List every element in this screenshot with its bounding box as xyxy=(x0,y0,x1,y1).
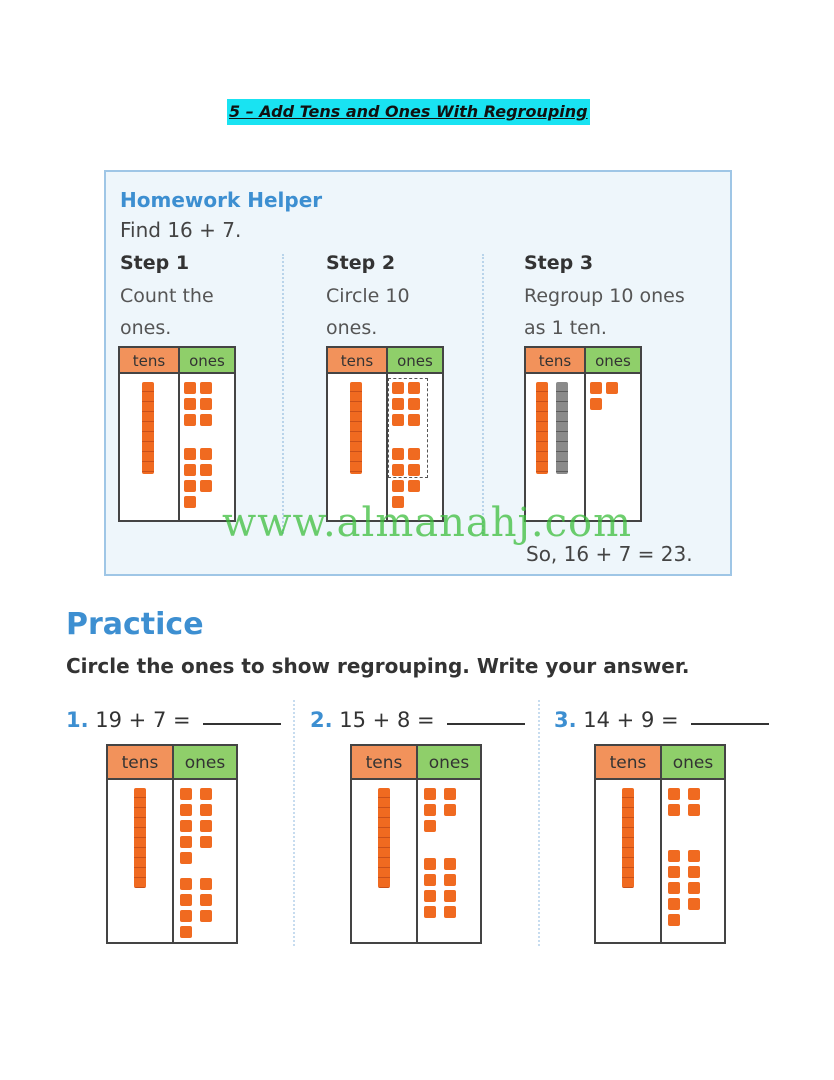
tens-header: tens xyxy=(108,746,172,780)
dashed-circle-10-ones xyxy=(388,378,428,478)
tens-header: tens xyxy=(352,746,416,780)
ones-header: ones xyxy=(386,348,442,374)
problem-2: 2. 15 + 8 = xyxy=(310,708,526,732)
homework-helper-heading: Homework Helper xyxy=(120,188,323,212)
tens-header: tens xyxy=(526,348,584,374)
practice-instructions: Circle the ones to show regrouping. Writ… xyxy=(66,654,690,678)
problem-number: 3. xyxy=(554,708,577,732)
problem-3: 3. 14 + 9 = xyxy=(554,708,770,732)
problem-divider xyxy=(538,700,540,946)
step-2-heading: Step 2 xyxy=(326,252,396,274)
problem-expression: 19 + 7 = xyxy=(95,708,191,732)
step-divider xyxy=(282,254,284,534)
step-2-text: Circle 10 ones. xyxy=(326,285,410,339)
page-title: 5 – Add Tens and Ones With Regrouping xyxy=(227,99,590,125)
problem-number: 2. xyxy=(310,708,333,732)
tens-header: tens xyxy=(328,348,386,374)
tens-rod xyxy=(350,382,362,474)
step-1-place-value-chart: tens ones xyxy=(118,346,236,522)
answer-blank[interactable] xyxy=(203,723,282,725)
regrouped-ten-rod xyxy=(556,382,568,474)
answer-blank[interactable] xyxy=(447,723,526,725)
watermark: www.almanahj.com xyxy=(222,500,633,546)
tens-rod xyxy=(536,382,548,474)
answer-blank[interactable] xyxy=(691,723,770,725)
step-divider xyxy=(482,254,484,534)
tens-rod xyxy=(134,788,146,888)
problem-3-place-value-chart[interactable]: tens ones xyxy=(594,744,726,944)
tens-rod xyxy=(378,788,390,888)
tens-header: tens xyxy=(120,348,178,374)
homework-helper-box: Homework Helper Find 16 + 7. Step 1 Coun… xyxy=(104,170,732,576)
problem-expression: 15 + 8 = xyxy=(339,708,435,732)
tens-rod xyxy=(622,788,634,888)
problem-number: 1. xyxy=(66,708,89,732)
problem-divider xyxy=(293,700,295,946)
step-1-text: Count the ones. xyxy=(120,285,214,339)
step-3-text: Regroup 10 ones as 1 ten. xyxy=(524,285,685,339)
ones-header: ones xyxy=(660,746,724,780)
problem-1-place-value-chart[interactable]: tens ones xyxy=(106,744,238,944)
step-2-place-value-chart: tens ones xyxy=(326,346,444,522)
helper-answer: So, 16 + 7 = 23. xyxy=(526,542,693,566)
problem-expression: 14 + 9 = xyxy=(583,708,679,732)
tens-rod xyxy=(142,382,154,474)
problem-1: 1. 19 + 7 = xyxy=(66,708,282,732)
ones-header: ones xyxy=(584,348,640,374)
helper-find-text: Find 16 + 7. xyxy=(120,218,242,242)
ones-header: ones xyxy=(178,348,234,374)
problem-2-place-value-chart[interactable]: tens ones xyxy=(350,744,482,944)
step-1-heading: Step 1 xyxy=(120,252,190,274)
step-3-heading: Step 3 xyxy=(524,252,594,274)
tens-header: tens xyxy=(596,746,660,780)
ones-header: ones xyxy=(416,746,480,780)
practice-heading: Practice xyxy=(66,607,204,642)
step-3-place-value-chart: tens ones xyxy=(524,346,642,522)
ones-header: ones xyxy=(172,746,236,780)
